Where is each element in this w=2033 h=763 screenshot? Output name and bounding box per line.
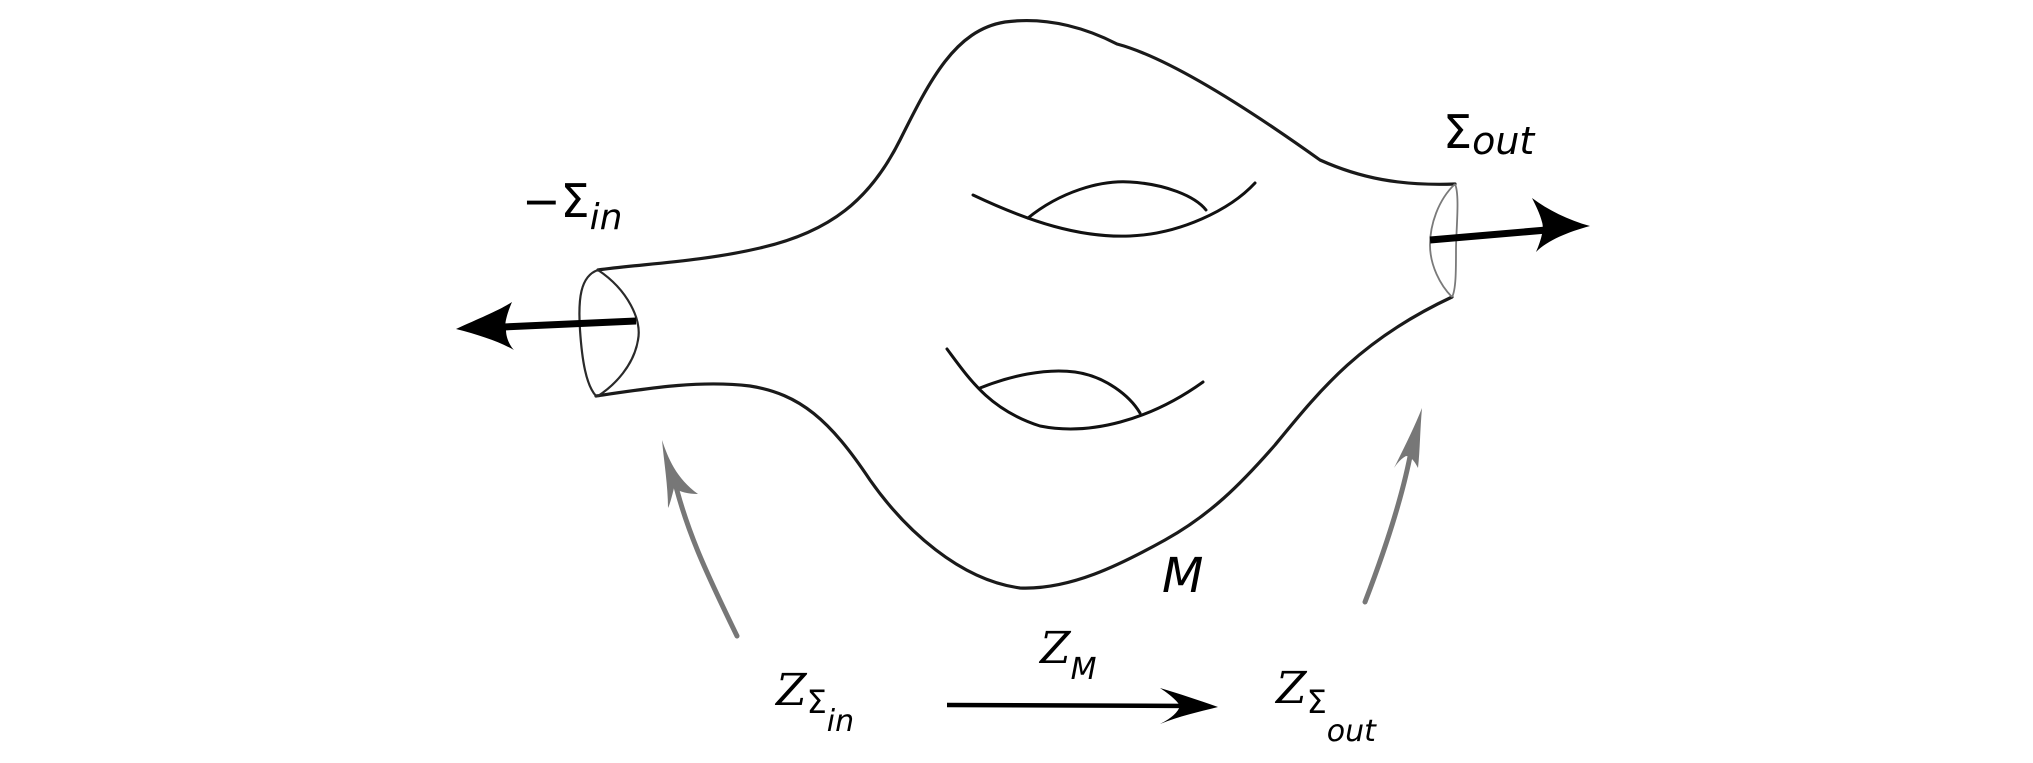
- manifold-label: M: [1162, 548, 1203, 604]
- left-correspondence-arrow: [662, 440, 740, 639]
- gray-arrowhead-icon: [1394, 408, 1422, 468]
- surface-upper-edge: [596, 18, 1457, 272]
- arrowhead-right-icon: [1532, 198, 1590, 252]
- outgoing-boundary-label: Σout: [1443, 105, 1536, 163]
- upper-hole: [971, 180, 1257, 238]
- lower-hole: [945, 347, 1205, 431]
- surface-lower-edge: [594, 295, 1454, 590]
- outgoing-normal-arrow: [1429, 198, 1590, 252]
- source-space-label: ZΣin: [774, 665, 854, 739]
- incoming-boundary-label: −Σin: [522, 174, 622, 238]
- arrowhead-right-icon: [1160, 688, 1218, 724]
- incoming-boundary-outer: [578, 268, 600, 398]
- gray-arrowhead-icon: [662, 440, 698, 508]
- incoming-normal-arrow: [456, 302, 637, 350]
- manifold-surface: [594, 18, 1457, 590]
- arrowhead-left-icon: [456, 302, 514, 350]
- map-label: ZM: [1038, 623, 1097, 687]
- functor-map-arrow: [946, 688, 1218, 724]
- outgoing-boundary: [1429, 183, 1459, 298]
- target-space-label: ZΣout: [1274, 663, 1377, 749]
- incoming-boundary: [578, 268, 640, 398]
- incoming-boundary-inner: [596, 268, 640, 398]
- outgoing-boundary-inner: [1429, 183, 1456, 298]
- outgoing-boundary-outer: [1451, 183, 1459, 298]
- right-correspondence-arrow: [1362, 408, 1422, 605]
